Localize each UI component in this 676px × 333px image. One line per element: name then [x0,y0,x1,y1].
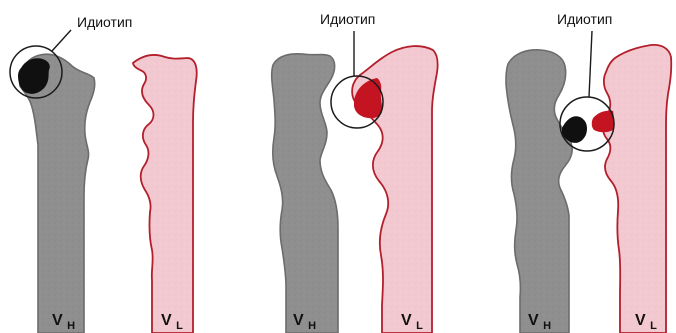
idiotype-pointer-panel-1 [52,30,71,51]
idiotype-dark-panel-3 [562,116,587,143]
idiotype-label-panel-1: Идиотип [77,14,132,30]
idiotype-label-panel-3: Идиотип [557,11,612,27]
heavy-chain-label-main-panel-2: V [293,312,304,329]
idiotype-label-panel-2: Идиотип [320,11,375,27]
light-chain-label-sub-panel-1: L [176,320,183,332]
idiotype-pointer-panel-3 [589,31,592,97]
light-chain-panel-1 [133,55,197,333]
heavy-chain-label-sub-panel-3: H [543,320,551,332]
light-chain-label-main-panel-2: V [401,312,412,329]
heavy-chain-panel-3 [506,50,572,333]
panel-3: Идиотип V H V L [506,11,671,333]
heavy-chain-label-sub-panel-1: H [67,320,75,332]
heavy-chain-label-sub-panel-2: H [308,320,316,332]
panel-2: Идиотип V H V L [272,11,438,333]
heavy-chain-label-main-panel-1: V [52,312,63,329]
light-chain-panel-3 [603,45,672,333]
heavy-chain-label-main-panel-3: V [528,312,539,329]
panel-1: Идиотип V H V L [10,14,197,333]
heavy-chain-panel-2 [272,54,338,333]
light-chain-label-sub-panel-3: L [650,320,657,332]
heavy-chain-panel-1 [20,54,95,333]
light-chain-label-sub-panel-2: L [416,320,423,332]
idiotype-red-panel-3 [592,111,614,133]
light-chain-label-main-panel-3: V [635,312,646,329]
light-chain-label-main-panel-1: V [161,312,172,329]
